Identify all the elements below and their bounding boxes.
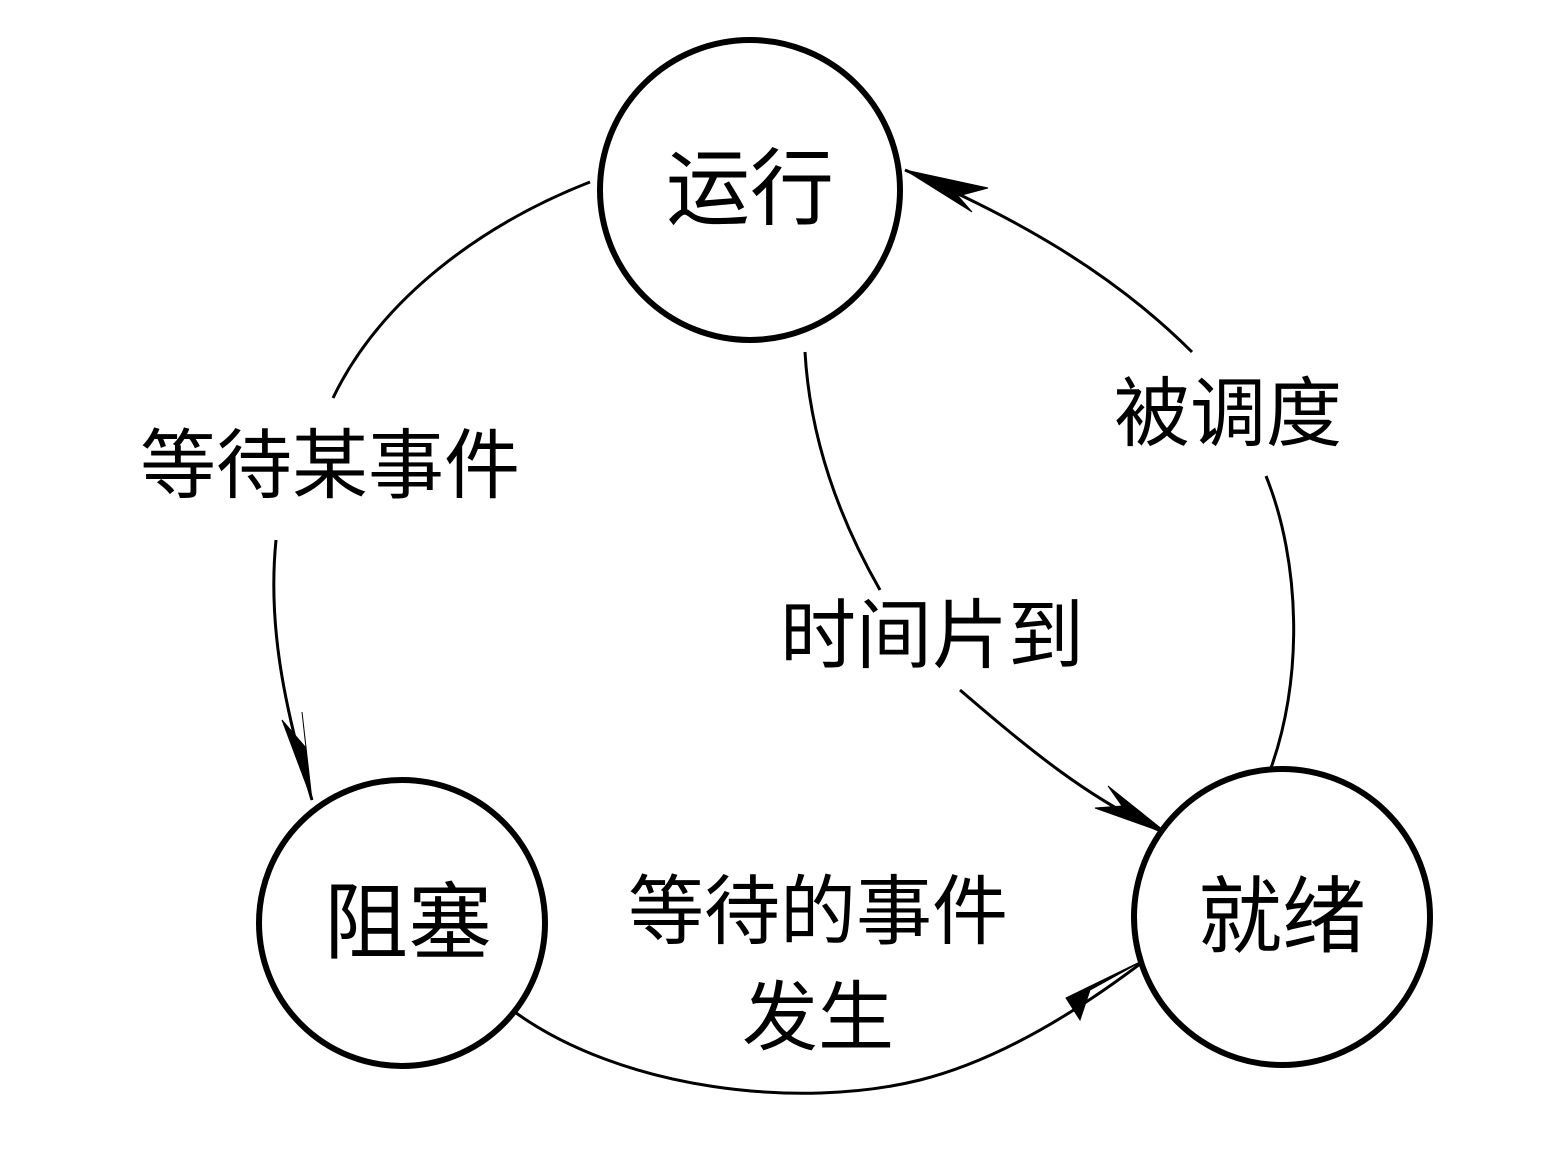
edge-ready-to-running-lower — [1264, 475, 1296, 777]
label-wait-event: 等待某事件 — [140, 421, 520, 510]
edge-running-to-ready-upper — [803, 351, 882, 591]
transition-scheduled — [904, 168, 1296, 777]
label-scheduled: 被调度 — [1114, 369, 1342, 458]
state-running: 运行 — [597, 37, 903, 343]
state-running-circle — [597, 37, 903, 343]
state-ready: 就绪 — [1131, 766, 1433, 1068]
label-event-occurs-line2: 发生 — [742, 973, 894, 1062]
arrowhead-into-ready-from-running — [1094, 785, 1169, 835]
transition-wait-event — [272, 180, 591, 801]
state-blocked-circle — [256, 777, 548, 1069]
edge-running-to-blocked-upper — [331, 180, 591, 399]
edge-blocked-to-ready — [511, 956, 1149, 1095]
state-blocked: 阻塞 — [256, 777, 548, 1069]
transition-event-occurs — [511, 956, 1149, 1095]
state-running-label: 运行 — [666, 140, 834, 238]
state-blocked-label: 阻塞 — [324, 874, 492, 972]
transition-time-slice — [803, 351, 1169, 835]
state-ready-label: 就绪 — [1198, 868, 1366, 966]
arrowhead-into-ready-from-blocked — [1065, 957, 1149, 1022]
label-time-slice: 时间片到 — [780, 591, 1084, 680]
arrowhead-into-running — [904, 169, 989, 213]
state-ready-circle — [1131, 766, 1433, 1068]
label-event-occurs-line1: 等待的事件 — [628, 867, 1008, 956]
arrowhead-into-blocked — [281, 711, 313, 801]
